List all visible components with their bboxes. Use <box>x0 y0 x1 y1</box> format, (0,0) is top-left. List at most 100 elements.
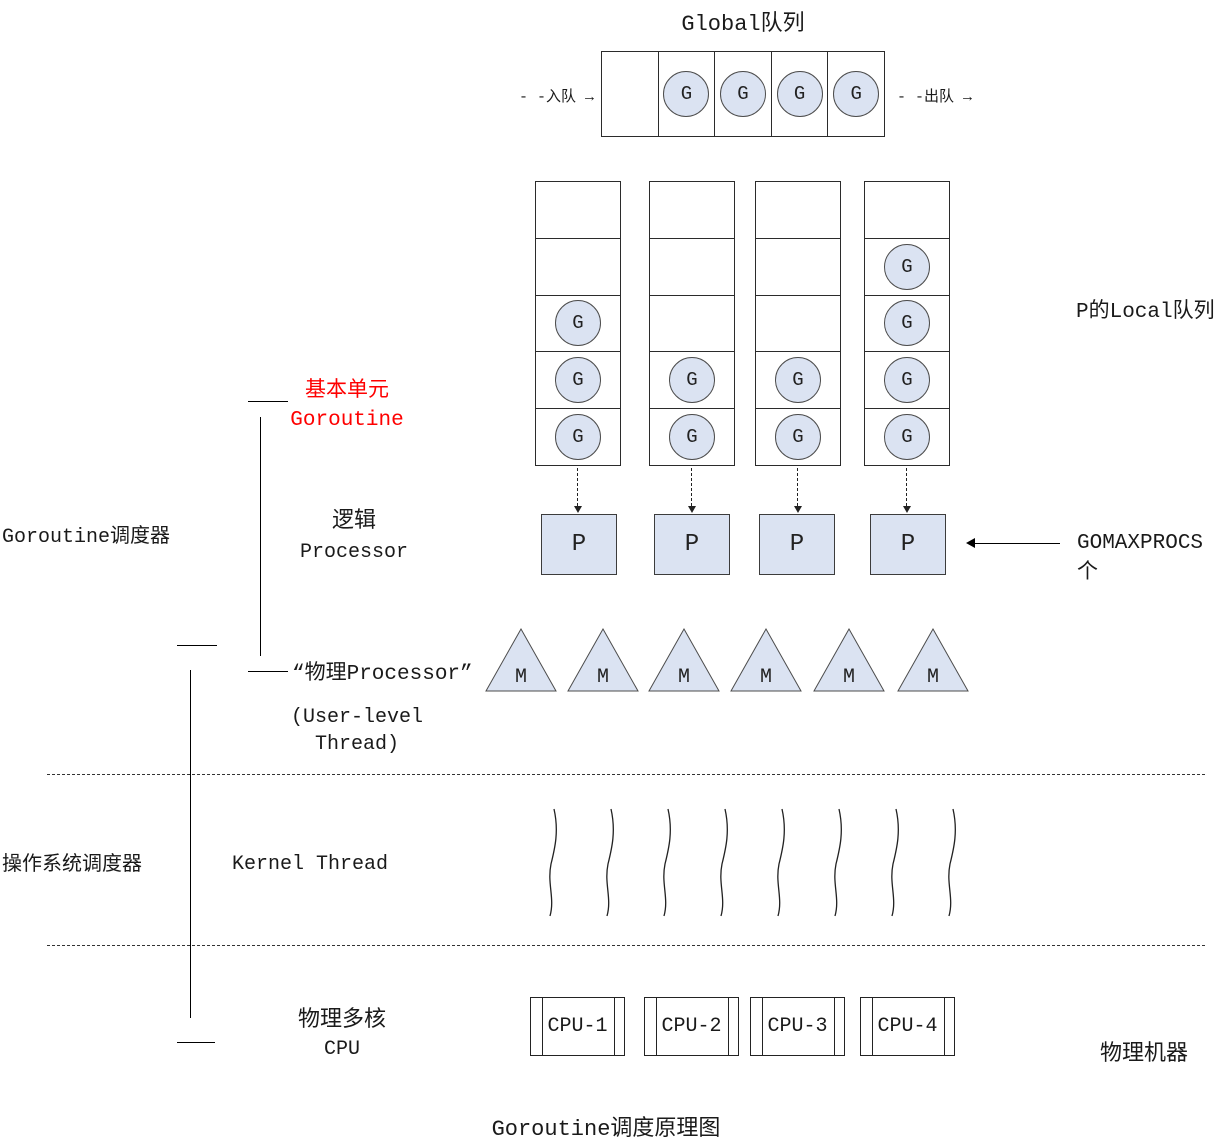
os-scheduler-label: 操作系统调度器 <box>2 854 142 877</box>
kernel-thread-wave <box>891 808 899 917</box>
cpu-box: CPU-1 <box>530 997 625 1056</box>
goroutine-circle: G <box>884 243 930 290</box>
goroutine-circle: G <box>884 357 930 404</box>
bracket-tick <box>248 401 288 402</box>
local-queue-column-1: G G G <box>535 181 621 466</box>
arrow-down-icon <box>903 506 911 513</box>
goroutine-circle <box>669 187 715 233</box>
bracket-tick <box>248 671 288 672</box>
user-level-thread-line2: Thread) <box>314 733 399 756</box>
goroutine-circle <box>555 244 601 290</box>
goroutine-circle <box>775 300 821 346</box>
cpu-box-strip <box>944 998 945 1055</box>
kernel-thread-wave <box>834 808 842 917</box>
cpu-box: CPU-2 <box>644 997 739 1056</box>
cpu-box-strip <box>542 998 543 1055</box>
os-scheduler-bracket-line <box>190 670 191 1018</box>
goroutine-circle <box>607 71 653 117</box>
m-label: M <box>515 666 527 689</box>
diagram-title: Goroutine调度原理图 <box>491 1117 721 1142</box>
goroutine-unit-line1: 基本单元 <box>305 380 389 403</box>
triangle-shape <box>897 627 969 692</box>
m-label: M <box>927 666 939 689</box>
go-scheduler-bracket-line <box>260 417 261 656</box>
kernel-thread-wave <box>549 808 557 917</box>
gomaxprocs-label: GOMAXPROCS个 <box>1077 532 1204 585</box>
queue-cell: G <box>657 52 715 136</box>
physical-machine-label: 物理机器 <box>1100 1042 1189 1067</box>
kernel-thread-wave <box>663 808 671 917</box>
cpu-box-label: CPU-4 <box>877 1015 938 1038</box>
goroutine-circle <box>775 187 821 233</box>
cpu-box: CPU-4 <box>860 997 955 1056</box>
goroutine-circle <box>669 300 715 346</box>
queue-cell: G <box>714 52 771 136</box>
queue-cell: G <box>827 52 884 136</box>
global-queue: G G G G <box>601 51 885 137</box>
cpu-box-label: CPU-3 <box>767 1015 828 1038</box>
goroutine-circle: G <box>663 71 710 117</box>
logical-processor-line2: Processor <box>299 540 409 564</box>
cpu-layer-line2: CPU <box>323 1037 360 1061</box>
p-box: P <box>759 514 835 575</box>
cpu-box-strip <box>728 998 729 1055</box>
local-queue-label: P的Local队列 <box>1076 301 1215 324</box>
bracket-tick <box>177 1042 215 1043</box>
gomaxprocs-arrow-line <box>975 543 1060 544</box>
goroutine-circle: G <box>669 414 715 461</box>
queue-to-p-arrow <box>906 468 907 506</box>
triangle-shape <box>485 627 557 692</box>
goroutine-circle: G <box>775 414 821 461</box>
local-queue-column-3: G G <box>755 181 841 466</box>
goroutine-circle: G <box>555 357 601 404</box>
triangle-shape <box>648 627 720 692</box>
physical-processor-label: “物理Processor” <box>292 663 473 686</box>
arrow-down-icon <box>794 506 802 513</box>
queue-to-p-arrow <box>797 468 798 506</box>
cpu-box-strip <box>614 998 615 1055</box>
goroutine-unit-line2: Goroutine <box>290 409 404 433</box>
queue-cell: G <box>770 52 828 136</box>
goroutine-circle: G <box>555 414 601 461</box>
cpu-layer-line1: 物理多核 <box>297 1008 386 1033</box>
p-box: P <box>654 514 730 575</box>
global-queue-title: Global队列 <box>681 12 805 37</box>
m-label: M <box>597 666 609 689</box>
m-triangle: M <box>485 627 557 692</box>
enqueue-label: - -入队 → <box>518 89 594 106</box>
triangle-shape <box>567 627 639 692</box>
local-queue-column-4: G G G G <box>864 181 950 466</box>
cpu-layer-label: 物理多核 CPU <box>281 1006 403 1063</box>
m-triangle: M <box>730 627 802 692</box>
logical-processor-label: 逻辑 Processor <box>280 506 428 567</box>
m-triangle: M <box>567 627 639 692</box>
goroutine-circle: G <box>884 300 930 347</box>
cpu-box-strip <box>834 998 835 1055</box>
cpu-box-strip <box>656 998 657 1055</box>
m-triangle: M <box>813 627 885 692</box>
goroutine-circle: G <box>555 300 601 347</box>
queue-to-p-arrow <box>691 468 692 506</box>
triangle-shape <box>730 627 802 692</box>
goroutine-circle <box>555 187 601 233</box>
kernel-thread-wave <box>948 808 956 917</box>
cpu-box-strip <box>762 998 763 1055</box>
kernel-thread-wave <box>777 808 785 917</box>
queue-to-p-arrow <box>577 468 578 506</box>
arrow-down-icon <box>688 506 696 513</box>
kernel-thread-label: Kernel Thread <box>232 853 389 876</box>
p-box: P <box>541 514 617 575</box>
m-triangle: M <box>648 627 720 692</box>
m-label: M <box>760 666 772 689</box>
cpu-box-label: CPU-1 <box>547 1015 608 1038</box>
cpu-box-strip <box>872 998 873 1055</box>
goroutine-unit-label: 基本单元 Goroutine <box>261 377 433 436</box>
goroutine-circle <box>775 244 821 290</box>
dequeue-label: - -出队 → <box>897 89 973 106</box>
local-queue-column-2: G G <box>649 181 735 466</box>
m-triangle: M <box>897 627 969 692</box>
logical-processor-line1: 逻辑 <box>331 509 376 534</box>
goroutine-circle: G <box>775 357 821 404</box>
m-label: M <box>678 666 690 689</box>
kernel-thread-wave <box>606 808 614 917</box>
